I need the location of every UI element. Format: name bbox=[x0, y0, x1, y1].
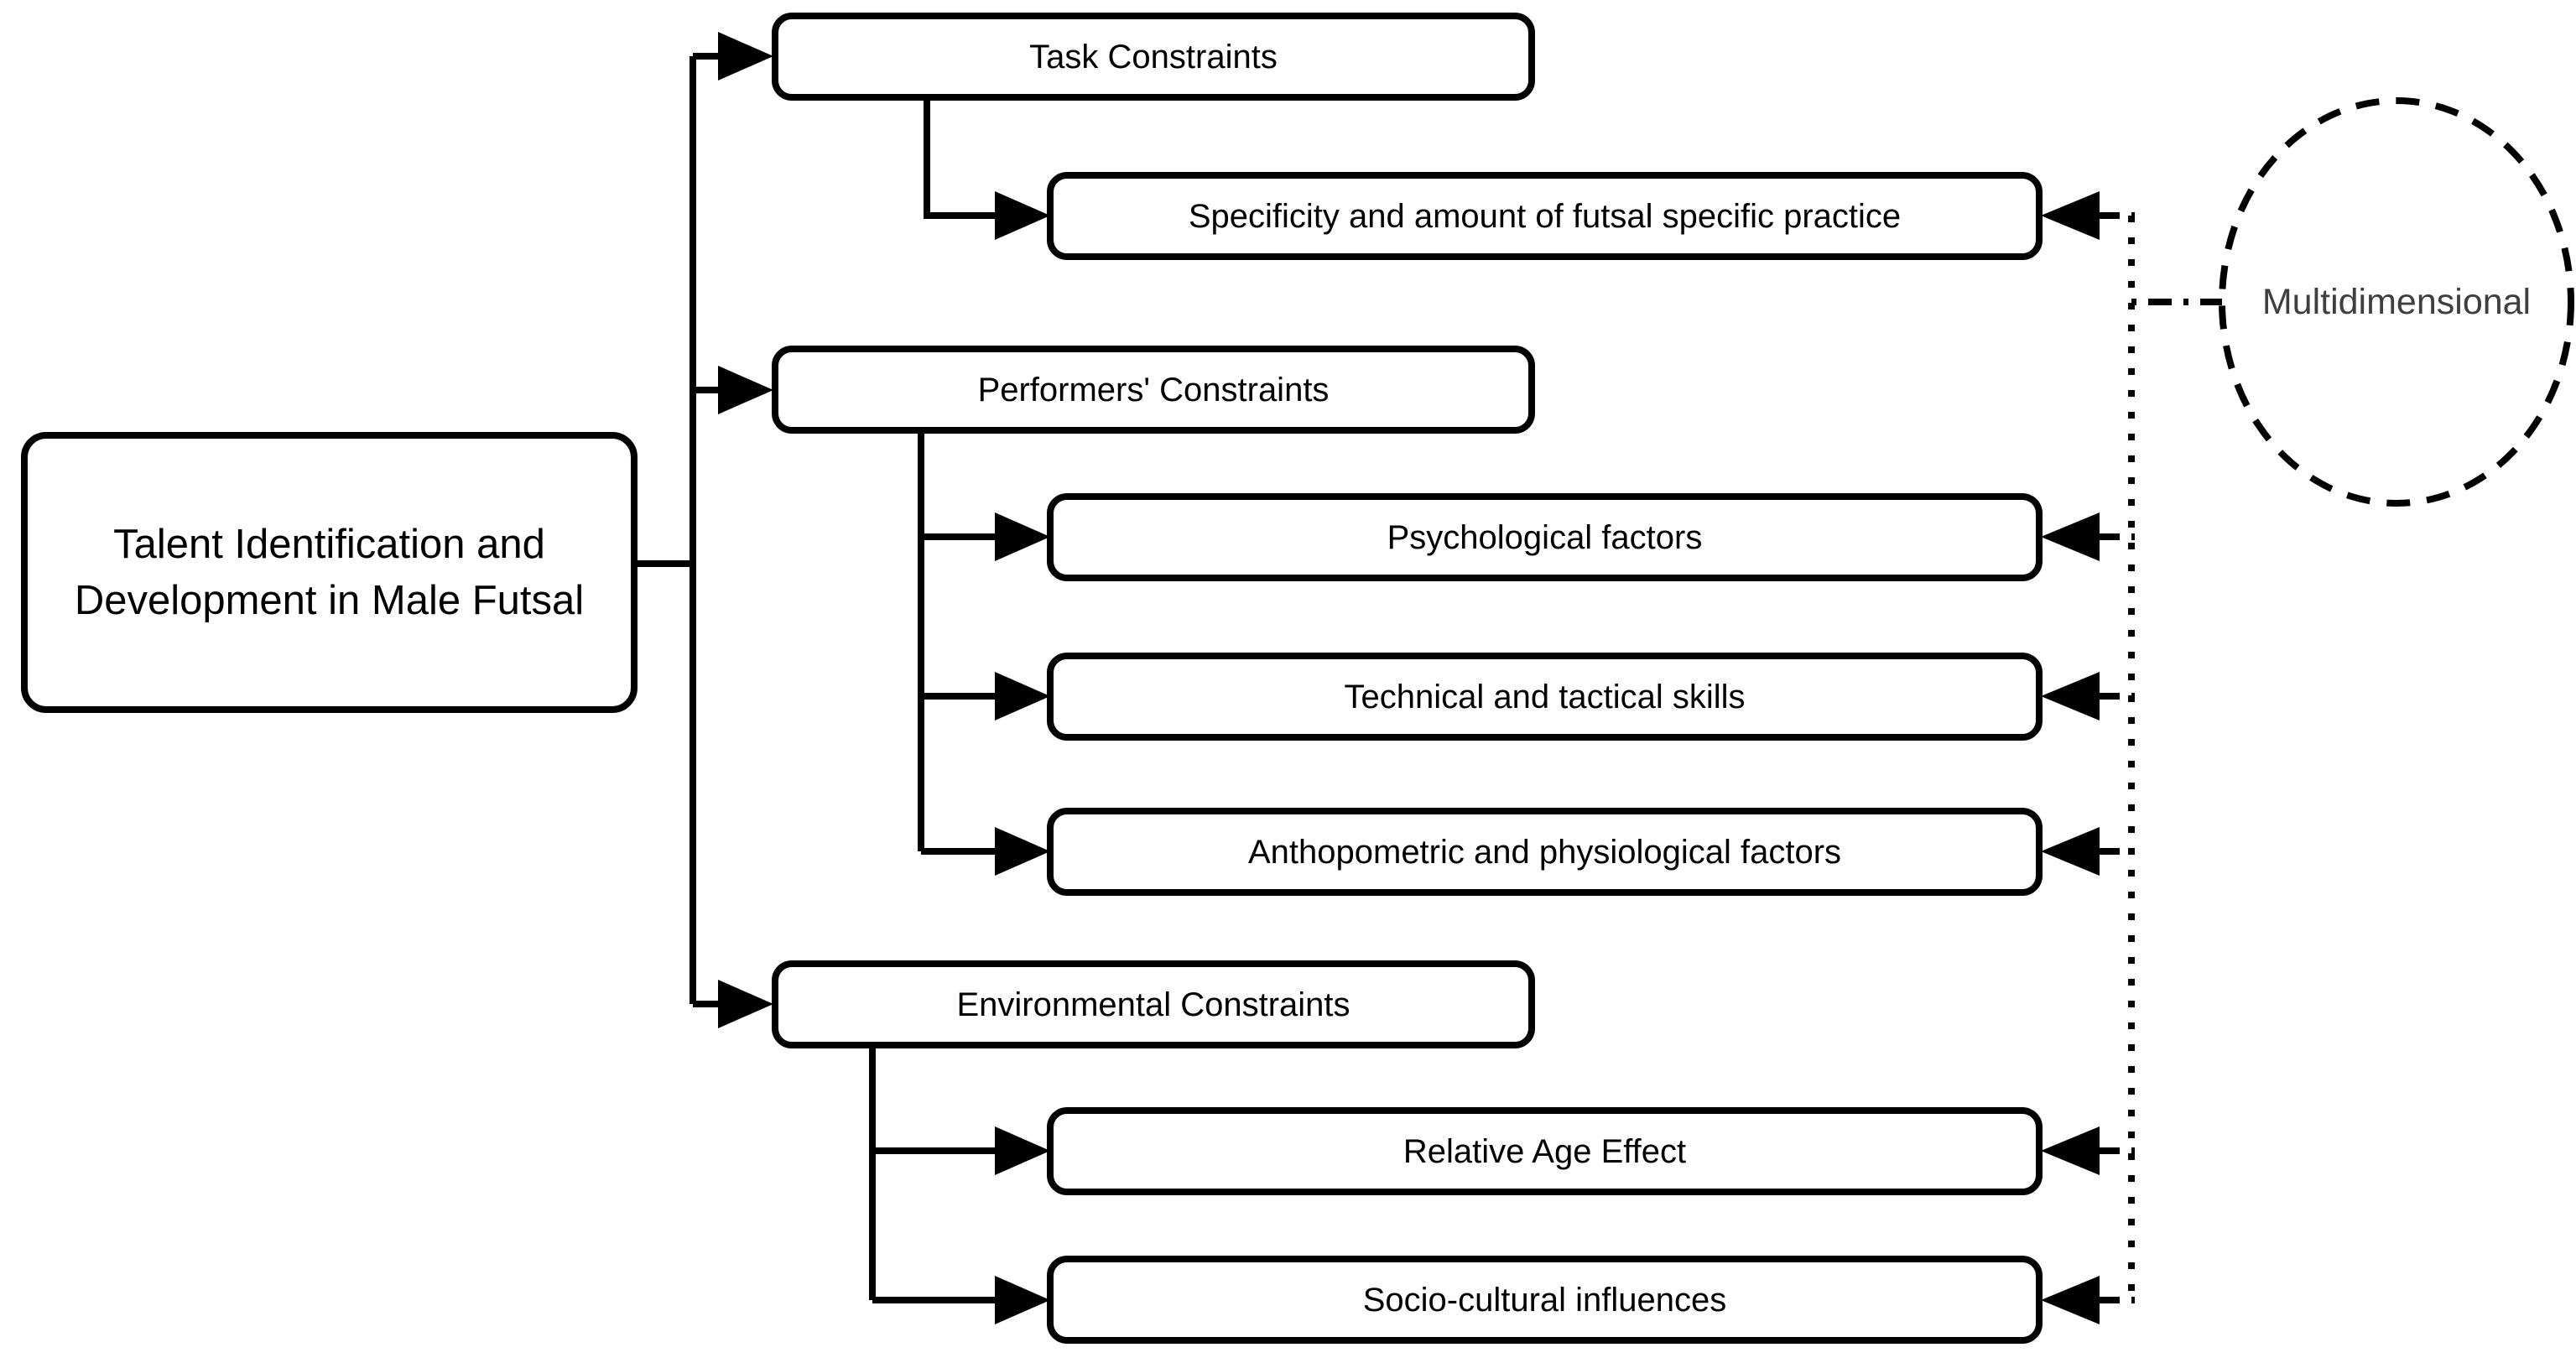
box-performers-constraints: Performers' Constraints bbox=[772, 346, 1535, 434]
box-root-talent-identification: Talent Identification and Development in… bbox=[21, 432, 637, 713]
box-technical-tactical-skills-label: Technical and tactical skills bbox=[1344, 678, 1746, 715]
box-technical-tactical-skills: Technical and tactical skills bbox=[1047, 653, 2043, 741]
multidimensional-label: Multidimensional bbox=[2261, 281, 2532, 322]
box-specificity-practice: Specificity and amount of futsal specifi… bbox=[1047, 172, 2043, 260]
arrowhead-performers-icon bbox=[718, 366, 773, 414]
box-socio-cultural-influences-label: Socio-cultural influences bbox=[1362, 1281, 1727, 1319]
arrowhead-psychological-icon bbox=[995, 512, 1050, 561]
box-relative-age-effect: Relative Age Effect bbox=[1047, 1107, 2043, 1195]
box-environmental-constraints: Environmental Constraints bbox=[772, 960, 1535, 1048]
arrowhead-specificity-icon bbox=[995, 191, 1050, 240]
arrowhead-left-socio-icon bbox=[2041, 1276, 2100, 1324]
box-task-constraints-label: Task Constraints bbox=[1029, 38, 1278, 75]
box-socio-cultural-influences: Socio-cultural influences bbox=[1047, 1256, 2043, 1344]
box-root-label: Talent Identification and Development in… bbox=[74, 522, 585, 623]
arrowhead-rae-icon bbox=[995, 1126, 1050, 1175]
box-relative-age-effect-label: Relative Age Effect bbox=[1402, 1132, 1687, 1170]
box-anthopometric-physiological: Anthopometric and physiological factors bbox=[1047, 808, 2043, 896]
arrowhead-left-anthopometric-icon bbox=[2041, 827, 2100, 876]
arrowhead-left-rae-icon bbox=[2041, 1126, 2100, 1175]
arrowhead-left-psychological-icon bbox=[2041, 512, 2100, 561]
arrowhead-task-icon bbox=[718, 32, 773, 81]
box-specificity-practice-label: Specificity and amount of futsal specifi… bbox=[1188, 197, 1902, 235]
arrowhead-left-technical-icon bbox=[2041, 672, 2100, 721]
arrowhead-environmental-icon bbox=[718, 980, 773, 1028]
box-environmental-constraints-label: Environmental Constraints bbox=[956, 986, 1350, 1023]
arrowhead-left-specificity-icon bbox=[2041, 191, 2100, 240]
arrowhead-anthopometric-icon bbox=[995, 827, 1050, 876]
box-anthopometric-physiological-label: Anthopometric and physiological factors bbox=[1247, 833, 1842, 871]
box-performers-constraints-label: Performers' Constraints bbox=[977, 371, 1330, 408]
box-psychological-factors: Psychological factors bbox=[1047, 493, 2043, 581]
box-psychological-factors-label: Psychological factors bbox=[1387, 518, 1703, 556]
arrowhead-technical-icon bbox=[995, 672, 1050, 721]
multidimensional-ellipse bbox=[2219, 97, 2574, 507]
arrowhead-socio-icon bbox=[995, 1276, 1050, 1324]
box-task-constraints: Task Constraints bbox=[772, 13, 1535, 101]
connector-task-child bbox=[924, 97, 995, 219]
